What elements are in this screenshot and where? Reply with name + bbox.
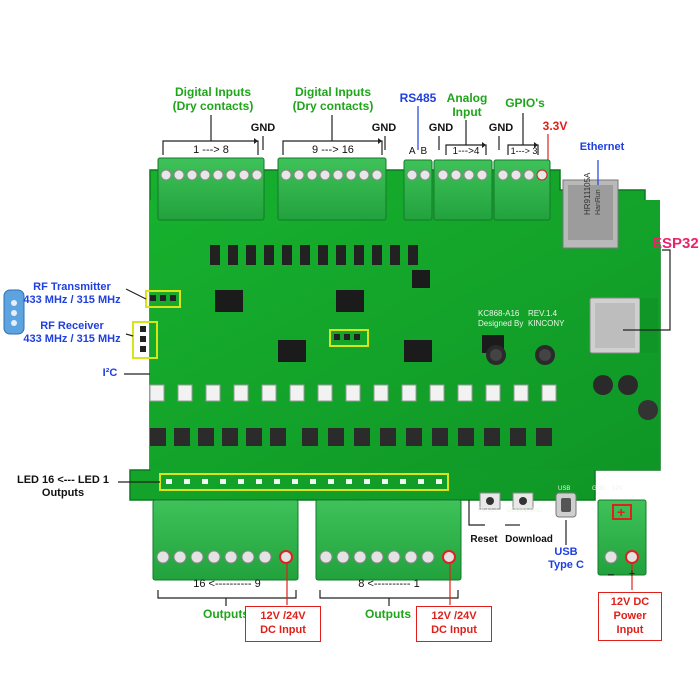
power-terminal	[597, 499, 647, 576]
terminal-in-1-8: 1 ---> 8	[178, 144, 244, 157]
silk-brand: KINCONY	[528, 319, 565, 328]
terminal-ab: A B	[408, 146, 428, 157]
input-terminal-1-8	[157, 157, 265, 221]
usb-c-port	[555, 492, 577, 518]
silk-rev: REV.1.4	[528, 309, 558, 318]
digital-inputs-label-1: Digital Inputs (Dry contacts)	[172, 85, 254, 113]
usb-type-c-label: USB Type C	[548, 546, 584, 571]
download-label: Download	[505, 534, 553, 545]
terminal-out-16-9: 16 <---------- 9	[193, 578, 261, 590]
svg-text:+: +	[617, 504, 625, 520]
output-mosfets	[150, 428, 552, 446]
rf-transmitter-label: RF Transmitter 433 MHz / 315 MHz	[23, 281, 121, 306]
led-strip	[159, 473, 449, 491]
silk-reset: RESET	[478, 508, 498, 514]
gnd-label-4: GND	[488, 122, 514, 134]
power-minus-label: –	[607, 567, 615, 581]
reset-download-buttons	[479, 492, 534, 510]
callout-lines	[118, 106, 671, 606]
silk-usb: USB	[558, 486, 570, 492]
silk-gnd: GND	[592, 486, 606, 492]
terminal-out-8-1: 8 <---------- 1	[358, 578, 420, 590]
gpio-terminal	[493, 159, 551, 221]
output-optocouplers	[149, 384, 557, 402]
dc-input-box-1: 12V /24V DC Input	[245, 606, 321, 642]
gnd-label-2: GND	[371, 122, 397, 134]
esp32-label: ESP32	[652, 235, 699, 252]
rs485-terminal	[403, 159, 433, 221]
v33-label: 3.3V	[542, 119, 568, 133]
pcb-board	[129, 169, 661, 501]
input-optocouplers	[210, 245, 418, 265]
analog-input-label: Analog Input	[446, 91, 488, 119]
dc-power-input-box: 12V DC Power Input	[598, 592, 662, 642]
analog-terminal	[433, 159, 493, 221]
rf-receiver-label: RF Receiver 433 MHz / 315 MHz	[23, 320, 121, 345]
rf-remote-icon	[3, 289, 25, 335]
silk-download: DOWNLOAD	[507, 508, 543, 514]
output-terminal-16-9	[152, 499, 299, 581]
ethernet-label: Ethernet	[579, 141, 625, 153]
power-plus-label: +	[628, 568, 636, 580]
output-terminal-8-1	[315, 499, 462, 581]
header-pins	[140, 295, 360, 352]
gnd-label-1: GND	[250, 122, 276, 134]
led-outputs-label: LED 16 <--- LED 1 Outputs	[17, 474, 109, 499]
terminal-gpio: 1---> 3	[510, 146, 538, 156]
esp32-module	[589, 297, 658, 354]
rj45-text: HR911105A	[583, 172, 592, 215]
capacitors	[486, 345, 658, 420]
outputs-label-1: Outputs	[203, 607, 249, 621]
arrow-heads	[254, 138, 538, 148]
power-plus-mark	[612, 504, 632, 520]
svg-text:HanRun: HanRun	[595, 189, 602, 215]
i2c-label: I²C	[102, 367, 118, 379]
terminal-an: 1--->4	[452, 146, 480, 157]
gpio-label: GPIO's	[505, 96, 545, 110]
terminal-in-9-16: 9 ---> 16	[298, 144, 368, 157]
silk-designed: Designed By	[478, 319, 523, 328]
ethernet-jack: HR911105A HanRun	[562, 172, 619, 249]
input-terminal-9-16	[277, 157, 387, 221]
dc-input-box-2: 12V /24V DC Input	[416, 606, 492, 642]
digital-inputs-label-2: Digital Inputs (Dry contacts)	[292, 85, 374, 113]
rs485-label: RS485	[399, 91, 437, 105]
silk-12v: 12V	[612, 486, 623, 492]
reset-label: Reset	[470, 534, 498, 545]
silk-model: KC868-A16	[478, 309, 520, 318]
outputs-label-2: Outputs	[365, 607, 411, 621]
gnd-label-3: GND	[428, 122, 454, 134]
